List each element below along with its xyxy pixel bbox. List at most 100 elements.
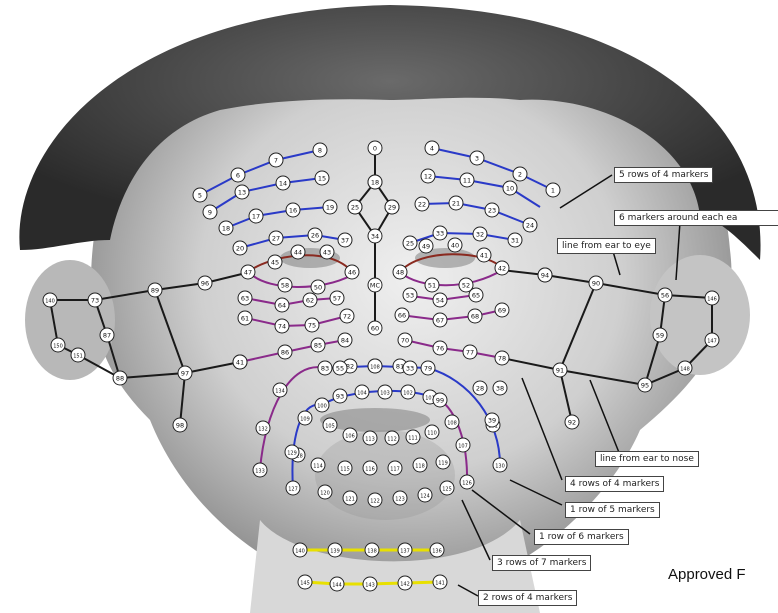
marker-cheek-right: 79 [421, 361, 435, 375]
marker-number: 7 [274, 157, 278, 165]
marker-number: 60 [371, 325, 379, 333]
marker-number: 98 [176, 422, 184, 430]
marker-number: 54 [436, 297, 444, 305]
marker-cheek-right: 76 [433, 341, 447, 355]
marker-chin: 127 [286, 481, 300, 495]
marker-cheek-right: 70 [398, 333, 412, 347]
marker-chin: 134 [273, 383, 287, 397]
marker-number: 49 [422, 243, 430, 251]
marker-number: 29 [388, 204, 396, 212]
marker-cheek-left: 75 [305, 318, 319, 332]
callout-cheeks: 4 rows of 4 markers [565, 476, 664, 492]
marker-number: 4 [430, 145, 434, 153]
marker-number: 105 [325, 424, 335, 430]
marker-chin: 114 [311, 458, 325, 472]
marker-number: 12 [424, 173, 432, 181]
callout-rows-7: 3 rows of 7 markers [492, 555, 591, 571]
marker-misc: 97 [178, 366, 192, 380]
marker-number: 16 [289, 207, 297, 215]
marker-number: 96 [201, 280, 209, 288]
marker-chin: 132 [256, 421, 270, 435]
marker-mouth-inner: 107 [456, 438, 470, 452]
marker-eye-right: 49 [419, 239, 433, 253]
marker-number: 133 [255, 469, 265, 475]
marker-neck-bottom: 145 [298, 575, 312, 589]
marker-number: 33 [406, 365, 414, 373]
marker-mouth-outer: 93 [333, 389, 347, 403]
marker-number: 61 [241, 315, 249, 323]
marker-number: 110 [427, 431, 437, 437]
marker-misc: 38 [493, 381, 507, 395]
marker-misc: 96 [198, 276, 212, 290]
marker-number: 119 [438, 461, 448, 467]
marker-eye-left: 44 [291, 245, 305, 259]
marker-forehead-right: 33 [433, 226, 447, 240]
marker-forehead-right: 23 [485, 203, 499, 217]
marker-number: 34 [371, 233, 379, 241]
marker-number: 94 [541, 272, 549, 280]
marker-forehead-left: 5 [193, 188, 207, 202]
marker-number: 78 [498, 355, 506, 363]
marker-number: 113 [365, 437, 375, 443]
marker-number: MC [370, 282, 381, 290]
marker-misc: 108 [368, 359, 382, 373]
marker-number: 125 [442, 487, 452, 493]
marker-ear-left: 73 [88, 293, 102, 307]
marker-mouth-outer: 100 [315, 398, 329, 412]
marker-cheek-left: 64 [275, 298, 289, 312]
marker-number: 116 [365, 467, 375, 473]
marker-misc: 94 [538, 268, 552, 282]
marker-neck-top: 140 [293, 543, 307, 557]
marker-number: 39 [488, 417, 496, 425]
marker-mouth-outer: 99 [433, 393, 447, 407]
marker-forehead-left: 26 [308, 228, 322, 242]
marker-mouth-inner: 108 [445, 415, 459, 429]
marker-forehead-left: 16 [286, 203, 300, 217]
marker-number: 2 [518, 171, 522, 179]
marker-number: 27 [272, 235, 280, 243]
marker-number: 3 [475, 155, 479, 163]
marker-number: 146 [707, 297, 717, 303]
marker-number: 111 [408, 436, 418, 442]
marker-number: 18 [371, 179, 379, 187]
callout-forehead: 5 rows of 4 markers [614, 167, 713, 183]
marker-number: 136 [432, 549, 442, 555]
marker-neck-bottom: 143 [363, 577, 377, 591]
marker-number: 86 [281, 349, 289, 357]
marker-forehead-left: 8 [313, 143, 327, 157]
marker-cheek-left: 62 [303, 293, 317, 307]
marker-number: 124 [420, 494, 430, 500]
marker-number: 1 [551, 187, 555, 195]
marker-forehead-right: 21 [449, 196, 463, 210]
marker-number: 106 [345, 434, 355, 440]
marker-forehead-left: 13 [235, 185, 249, 199]
marker-number: 0 [373, 145, 377, 153]
marker-number: 79 [424, 365, 432, 373]
marker-cheek-left: 84 [338, 333, 352, 347]
marker-number: 43 [323, 249, 331, 257]
marker-number: 148 [680, 367, 690, 373]
marker-number: 115 [340, 467, 350, 473]
marker-misc: 55 [333, 361, 347, 375]
marker-ear-left: 87 [100, 328, 114, 342]
marker-forehead-left: 19 [323, 200, 337, 214]
marker-neck-top: 139 [328, 543, 342, 557]
marker-eye-left: 43 [320, 245, 334, 259]
marker-number: 26 [311, 232, 319, 240]
callout-neck: 2 rows of 4 markers [478, 590, 577, 606]
marker-number: 138 [367, 549, 377, 555]
marker-number: 123 [395, 497, 405, 503]
callout-ear-to-nose: line from ear to nose [595, 451, 699, 467]
marker-number: 77 [466, 349, 474, 357]
marker-ear-right: 95 [638, 378, 652, 392]
marker-cheek-left: 63 [238, 291, 252, 305]
marker-ear-left: 150 [51, 338, 65, 352]
marker-number: 24 [526, 222, 534, 230]
marker-number: 22 [418, 201, 426, 209]
marker-number: 11 [463, 177, 471, 185]
marker-number: 53 [406, 292, 414, 300]
marker-number: 5 [198, 192, 202, 200]
marker-number: 129 [287, 451, 297, 457]
marker-ear-right: 147 [705, 333, 719, 347]
marker-number: 68 [471, 313, 479, 321]
